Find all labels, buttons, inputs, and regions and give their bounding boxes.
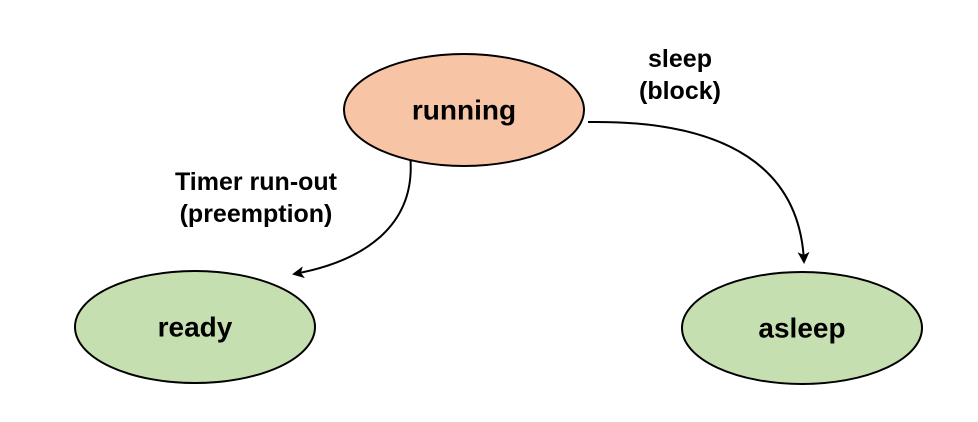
node-asleep: asleep bbox=[681, 271, 923, 385]
node-running: running bbox=[343, 53, 585, 167]
edge-sleep-arrow bbox=[587, 120, 810, 264]
edge-preemption-label: Timer run-out (preemption) bbox=[175, 168, 338, 228]
node-running-label: running bbox=[412, 95, 516, 126]
node-ready: ready bbox=[74, 270, 316, 384]
edge-preemption-arrow bbox=[292, 153, 412, 279]
edge-sleep-label-line1: sleep bbox=[648, 45, 712, 73]
node-ready-label: ready bbox=[158, 312, 233, 343]
edge-sleep-label: sleep (block) bbox=[639, 45, 721, 105]
node-running-shape bbox=[343, 53, 585, 167]
node-ready-shape bbox=[74, 270, 316, 384]
node-asleep-label: asleep bbox=[758, 313, 845, 344]
edge-preemption-label-line2: (preemption) bbox=[180, 200, 333, 228]
edge-sleep-label-line2: (block) bbox=[639, 77, 721, 105]
node-asleep-shape bbox=[681, 271, 923, 385]
edge-preemption-label-line1: Timer run-out bbox=[175, 168, 338, 196]
